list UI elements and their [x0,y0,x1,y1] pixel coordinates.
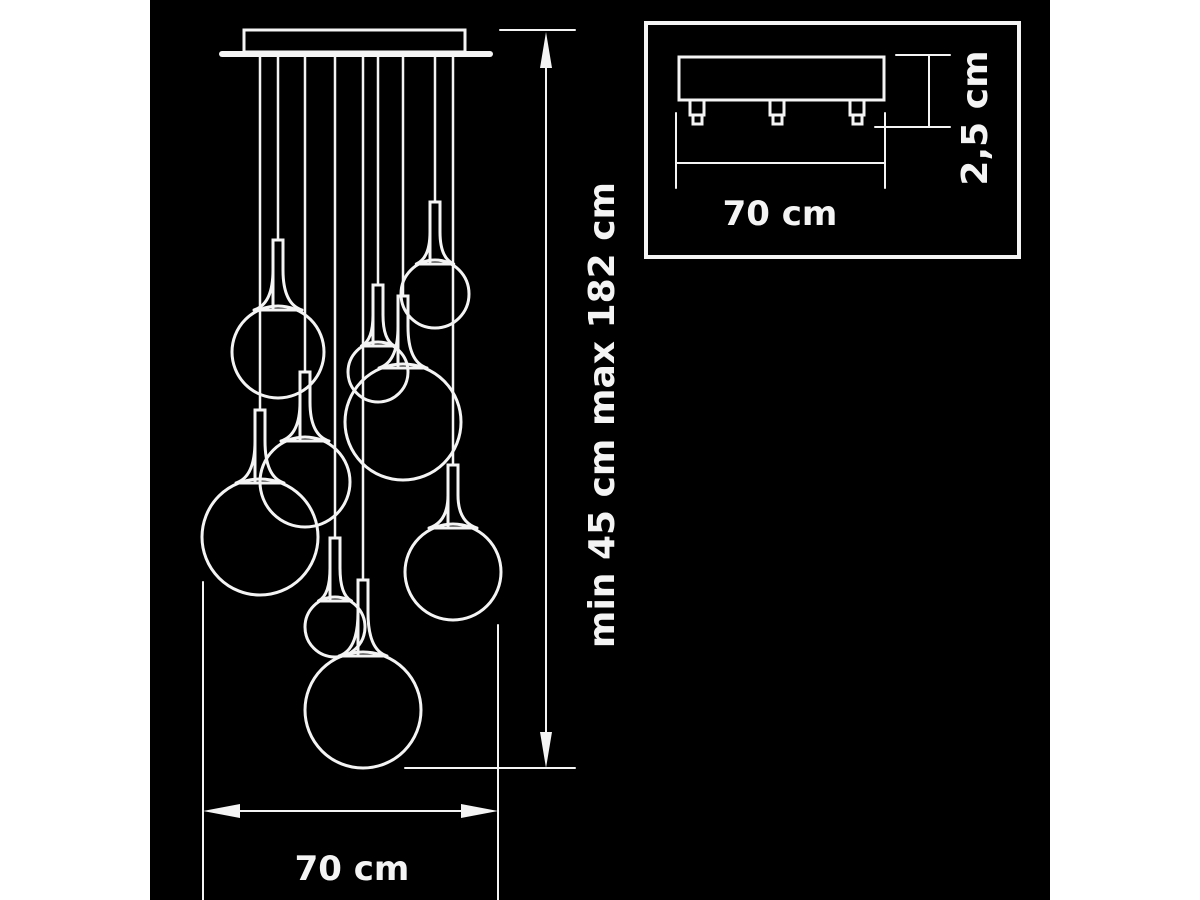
pendant-lamp [200,55,320,597]
pendant-globe [230,304,326,400]
pendants-group [200,55,503,770]
pendant-neck [427,463,479,530]
pendant-neck [317,536,353,603]
pendant-lamp [230,55,326,400]
canopy-height-label: 2,5 cm [955,50,996,185]
diagram-canvas [150,0,1050,900]
height-dimension-line [404,29,576,769]
pendant-neck [360,283,396,348]
connector-icons [688,98,866,126]
pendant-lamp [399,55,471,330]
pendant-globe [200,477,320,597]
pendant-neck [279,370,331,443]
pendant-globe [346,340,410,404]
pendant-globe [403,522,503,622]
pendant-lamp [403,55,503,622]
canopy-width-label: 70 cm [723,194,838,234]
pendant-lamp [346,55,410,404]
pendant-neck [414,200,456,266]
pendant-globe [399,258,471,330]
canopy-detail-inset [644,21,1021,259]
pendant-globe [303,595,367,659]
pendant-lamp [303,55,367,659]
main-height-label: min 45 cm max 182 cm [582,182,623,648]
pendant-globe [343,362,463,482]
pendant-lamp [303,55,423,770]
ceiling-canopy [219,28,493,57]
pendant-lamp [343,55,463,482]
pendant-globe [303,650,423,770]
width-dimension-line [202,581,499,900]
main-width-label: 70 cm [295,849,410,889]
